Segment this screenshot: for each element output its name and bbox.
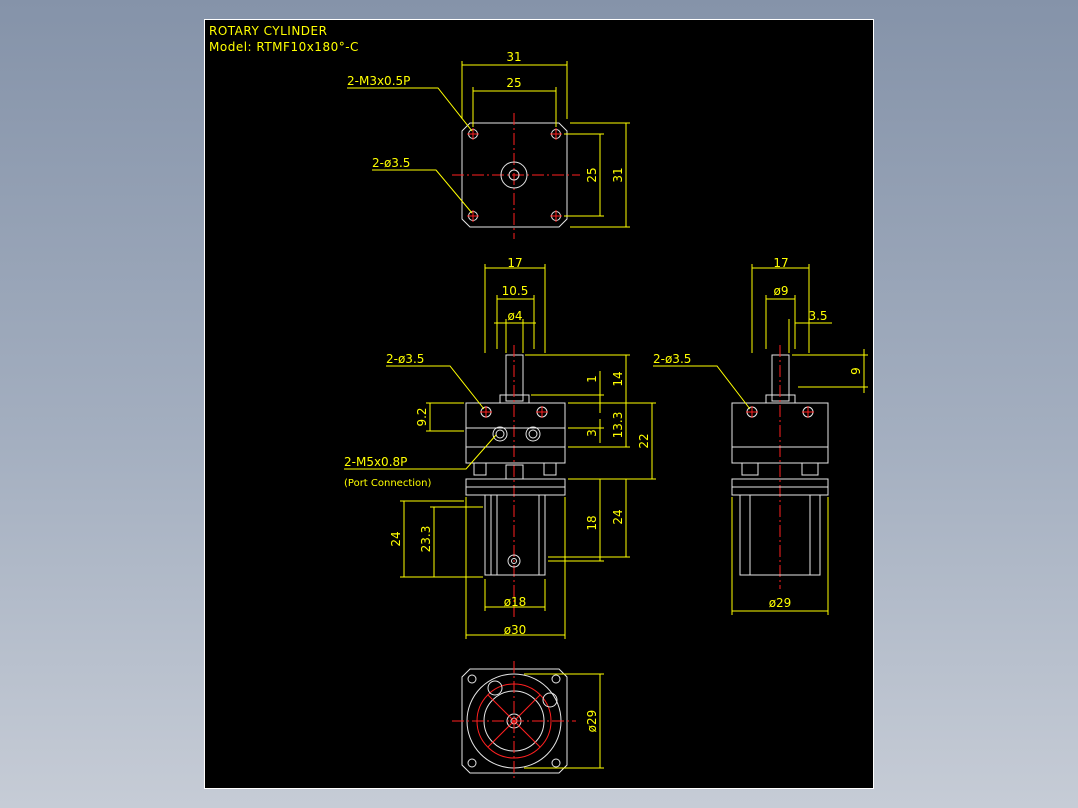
dim-front-10-5: 10.5 xyxy=(502,284,529,298)
dim-side-phi29: ø29 xyxy=(769,596,792,610)
callout-top-hole: 2-ø3.5 xyxy=(372,156,410,170)
drawing-title: ROTARY CYLINDER xyxy=(209,24,328,38)
dim-front-14: 14 xyxy=(611,371,625,386)
dim-front-24-right: 24 xyxy=(611,509,625,524)
dim-front-phi4: ø4 xyxy=(508,309,523,323)
dim-side-17: 17 xyxy=(773,256,788,270)
callout-front-port-note: (Port Connection) xyxy=(344,478,431,489)
drawing-sheet: ROTARY CYLINDER Model: RTMF10x180°-C xyxy=(204,19,874,789)
dim-front-18: 18 xyxy=(585,515,599,530)
bottom-view xyxy=(452,661,604,781)
dim-front-1: 1 xyxy=(585,375,599,383)
side-view xyxy=(653,264,868,615)
top-view xyxy=(347,61,630,239)
dim-top-31-height: 31 xyxy=(611,167,625,182)
dim-top-31-width: 31 xyxy=(506,50,521,64)
dim-front-13-3: 13.3 xyxy=(611,412,625,439)
dim-front-23-3: 23.3 xyxy=(419,526,433,553)
sheet-border xyxy=(204,19,874,789)
dim-front-22: 22 xyxy=(637,433,651,448)
dim-bottom-phi29: ø29 xyxy=(585,710,599,733)
dim-side-9: 9 xyxy=(849,367,863,375)
dim-front-24-left: 24 xyxy=(389,531,403,546)
dim-front-3: 3 xyxy=(585,429,599,437)
dim-top-25-width: 25 xyxy=(506,76,521,90)
dim-front-phi30: ø30 xyxy=(504,623,527,637)
callout-side-hole: 2-ø3.5 xyxy=(653,352,691,366)
callout-front-port: 2-M5x0.8P xyxy=(344,455,407,469)
dim-side-phi9: ø9 xyxy=(774,284,789,298)
dim-front-9-2: 9.2 xyxy=(415,407,429,426)
dim-side-3-5: 3.5 xyxy=(808,309,827,323)
model-label: Model: RTMF10x180°-C xyxy=(209,40,359,54)
dim-front-phi18: ø18 xyxy=(504,595,527,609)
callout-top-thread: 2-M3x0.5P xyxy=(347,74,410,88)
cad-drawing: 31 25 25 31 2-M3x0.5P 2-ø3.5 xyxy=(204,19,874,789)
callout-front-hole: 2-ø3.5 xyxy=(386,352,424,366)
dim-front-17: 17 xyxy=(507,256,522,270)
front-view xyxy=(344,264,656,639)
dim-top-25-height: 25 xyxy=(585,167,599,182)
